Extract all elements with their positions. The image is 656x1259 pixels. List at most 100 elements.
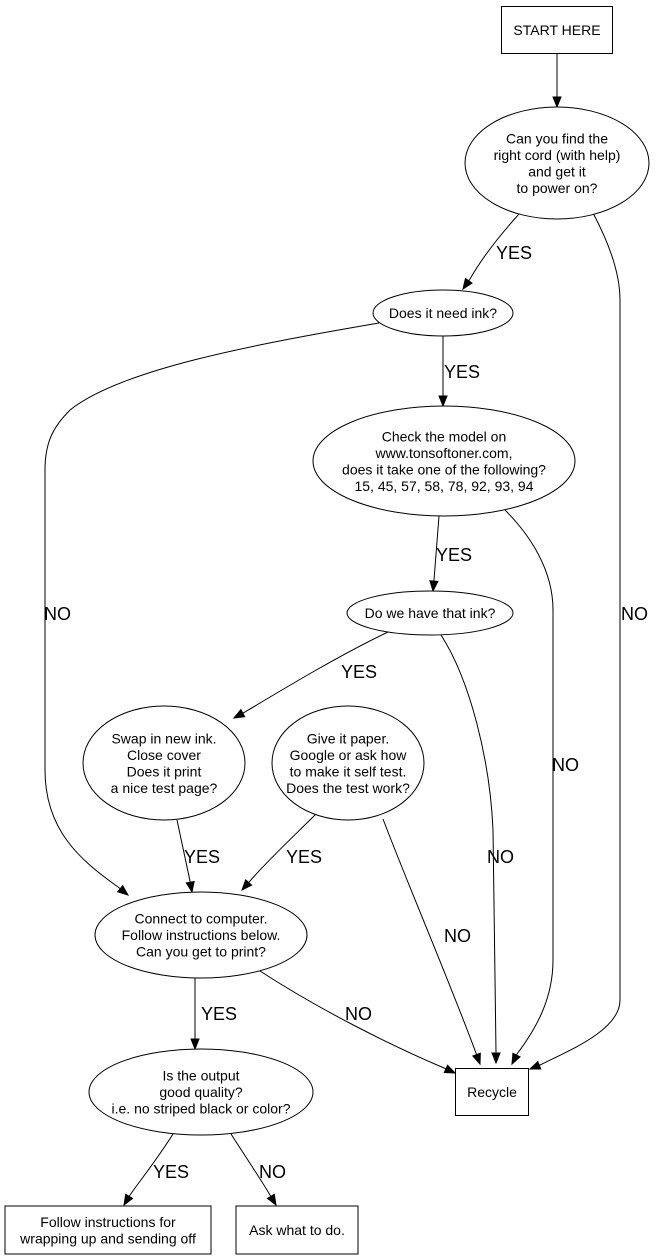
node-text-line: good quality? (159, 1084, 243, 1100)
node-ask: Ask what to do. (235, 1205, 359, 1255)
arrowhead-icon (443, 1064, 457, 1074)
edge-need_ink-to-check_model (438, 336, 448, 408)
node-text-line: Can you find the (506, 130, 608, 146)
node-text-line: Give it paper. (307, 730, 390, 746)
edge-line (504, 509, 554, 1055)
node-text-line: Is the output (162, 1068, 239, 1084)
edge-line (244, 631, 389, 713)
node-box (455, 1068, 529, 1116)
node-text-line: and get it (528, 163, 586, 179)
edge-label-no: NO (621, 604, 648, 624)
node-start: START HERE (501, 6, 613, 54)
edge-label-yes: YES (341, 662, 377, 682)
node-text-line: Can you get to print? (136, 944, 266, 960)
edge-label-yes: YES (286, 847, 322, 867)
edge-labels-layer: YES NO YES NO YES NO YES NO YES YES NO YES NO YES NO (44, 243, 648, 1182)
edge-power-to-need_ink (462, 213, 520, 291)
edge-paper-to-recycle (382, 818, 481, 1066)
edge-line (129, 1133, 174, 1196)
edge-power-to-recycle (528, 212, 621, 1070)
node-text-line: Does the test work? (286, 780, 410, 796)
node-box (4, 1205, 212, 1255)
edge-label-yes: YES (153, 1162, 189, 1182)
node-ellipse (346, 590, 514, 636)
edge-label-yes: YES (201, 1004, 237, 1024)
node-box (501, 6, 613, 54)
arrowhead-icon (471, 1052, 481, 1066)
edge-line (176, 819, 191, 882)
edge-label-no: NO (259, 1162, 286, 1182)
edge-check_model-to-recycle (504, 509, 554, 1066)
node-ellipse (88, 1048, 314, 1136)
node-text-line: Check the model on (382, 428, 507, 444)
arrowhead-icon (462, 277, 473, 291)
arrowhead-icon (185, 880, 195, 894)
node-text-line: 15, 45, 57, 58, 78, 92, 93, 94 (354, 478, 533, 494)
edge-line (433, 515, 440, 581)
node-connect: Connect to computer.Follow instructions … (94, 891, 308, 979)
node-text-line: Follow instructions for (40, 1214, 176, 1230)
node-text-line: www.tonsoftoner.com, (375, 445, 513, 461)
node-text-line: Do we have that ink? (365, 605, 496, 621)
edge-label-no: NO (345, 1004, 372, 1024)
edge-label-yes: YES (496, 243, 532, 263)
node-text-line: to make it self test. (290, 763, 407, 779)
edge-have_ink-to-swap_ink (232, 631, 389, 719)
arrowhead-icon (528, 1060, 542, 1070)
node-text-line: Close cover (127, 747, 201, 763)
arrowhead-icon (116, 884, 130, 896)
edge-quality-to-follow (123, 1133, 174, 1207)
node-text-line: Connect to computer. (134, 911, 267, 927)
edge-label-yes: YES (436, 545, 472, 565)
node-text-line: wrapping up and sending off (19, 1230, 196, 1246)
edge-line (44, 322, 380, 888)
edge-label-no: NO (552, 755, 579, 775)
node-ellipse (312, 405, 576, 517)
node-text-line: Does it print (127, 763, 202, 779)
node-ellipse (372, 289, 514, 337)
edge-label-no: NO (444, 926, 471, 946)
edge-need_ink-to-connect (44, 322, 380, 896)
node-text-line: Follow instructions below. (122, 927, 281, 943)
edge-have_ink-to-recycle (440, 634, 501, 1065)
node-ellipse (94, 891, 308, 979)
arrowhead-icon (438, 395, 448, 408)
node-text-line: right cord (with help) (494, 147, 621, 163)
arrowhead-icon (241, 879, 253, 892)
edge-label-yes: YES (184, 847, 220, 867)
edge-line (440, 634, 497, 1053)
node-check-model: Check the model onwww.tonsoftoner.com,do… (312, 405, 576, 517)
node-text-line: a nice test page? (111, 780, 218, 796)
arrowhead-icon (232, 708, 246, 719)
node-text-line: Recycle (467, 1084, 517, 1100)
arrowhead-icon (123, 1193, 134, 1207)
node-have-ink: Do we have that ink? (346, 590, 514, 636)
node-text-line: Does it need ink? (389, 305, 497, 321)
node-ellipse (82, 705, 246, 821)
edge-check_model-to-have_ink (429, 515, 440, 593)
edge-start-to-power (552, 53, 562, 109)
node-box (235, 1205, 359, 1255)
edge-label-yes: YES (444, 362, 480, 382)
node-need-ink: Does it need ink? (372, 289, 514, 337)
edge-line (249, 812, 318, 882)
node-text-line: i.e. no striped black or color? (112, 1101, 291, 1117)
edge-line (539, 212, 621, 1066)
arrowhead-icon (429, 580, 439, 593)
node-text-line: Google or ask how (290, 747, 408, 763)
arrowhead-icon (266, 1193, 277, 1207)
edge-line (230, 1133, 271, 1196)
edge-label-no: NO (487, 847, 514, 867)
edge-line (259, 970, 445, 1069)
arrowhead-icon (491, 1052, 501, 1065)
edge-paper-to-connect (241, 812, 318, 892)
edges-layer (44, 53, 621, 1207)
node-text-line: Ask what to do. (249, 1222, 345, 1238)
node-text-line: START HERE (513, 22, 600, 38)
node-text-line: does it take one of the following? (342, 461, 546, 477)
edge-label-no: NO (44, 604, 71, 624)
